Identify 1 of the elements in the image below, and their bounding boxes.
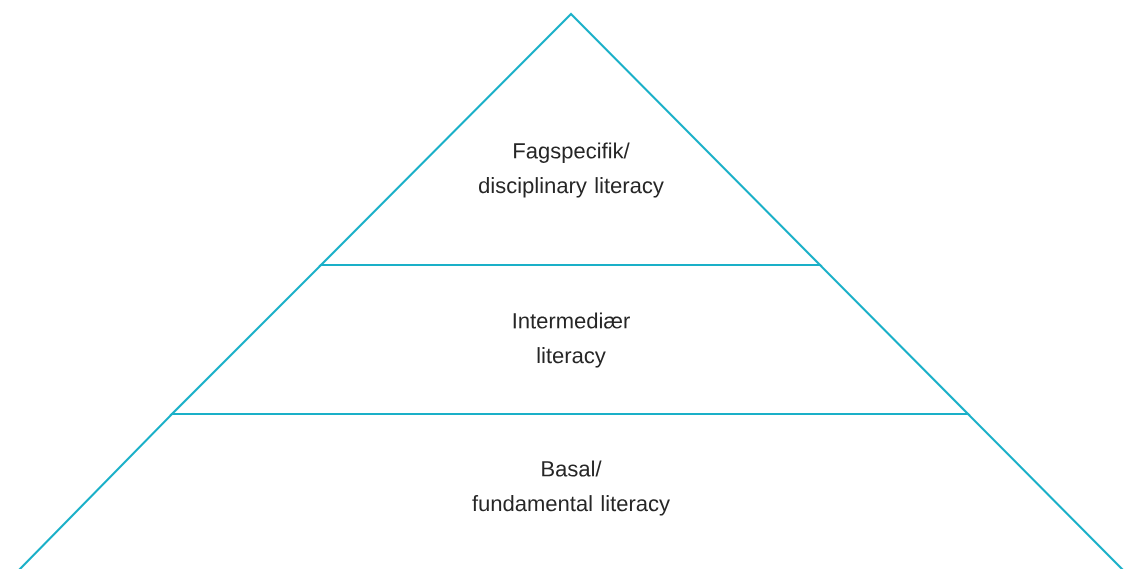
pyramid-level: Basal/ fundamental literacy [17, 412, 1125, 569]
